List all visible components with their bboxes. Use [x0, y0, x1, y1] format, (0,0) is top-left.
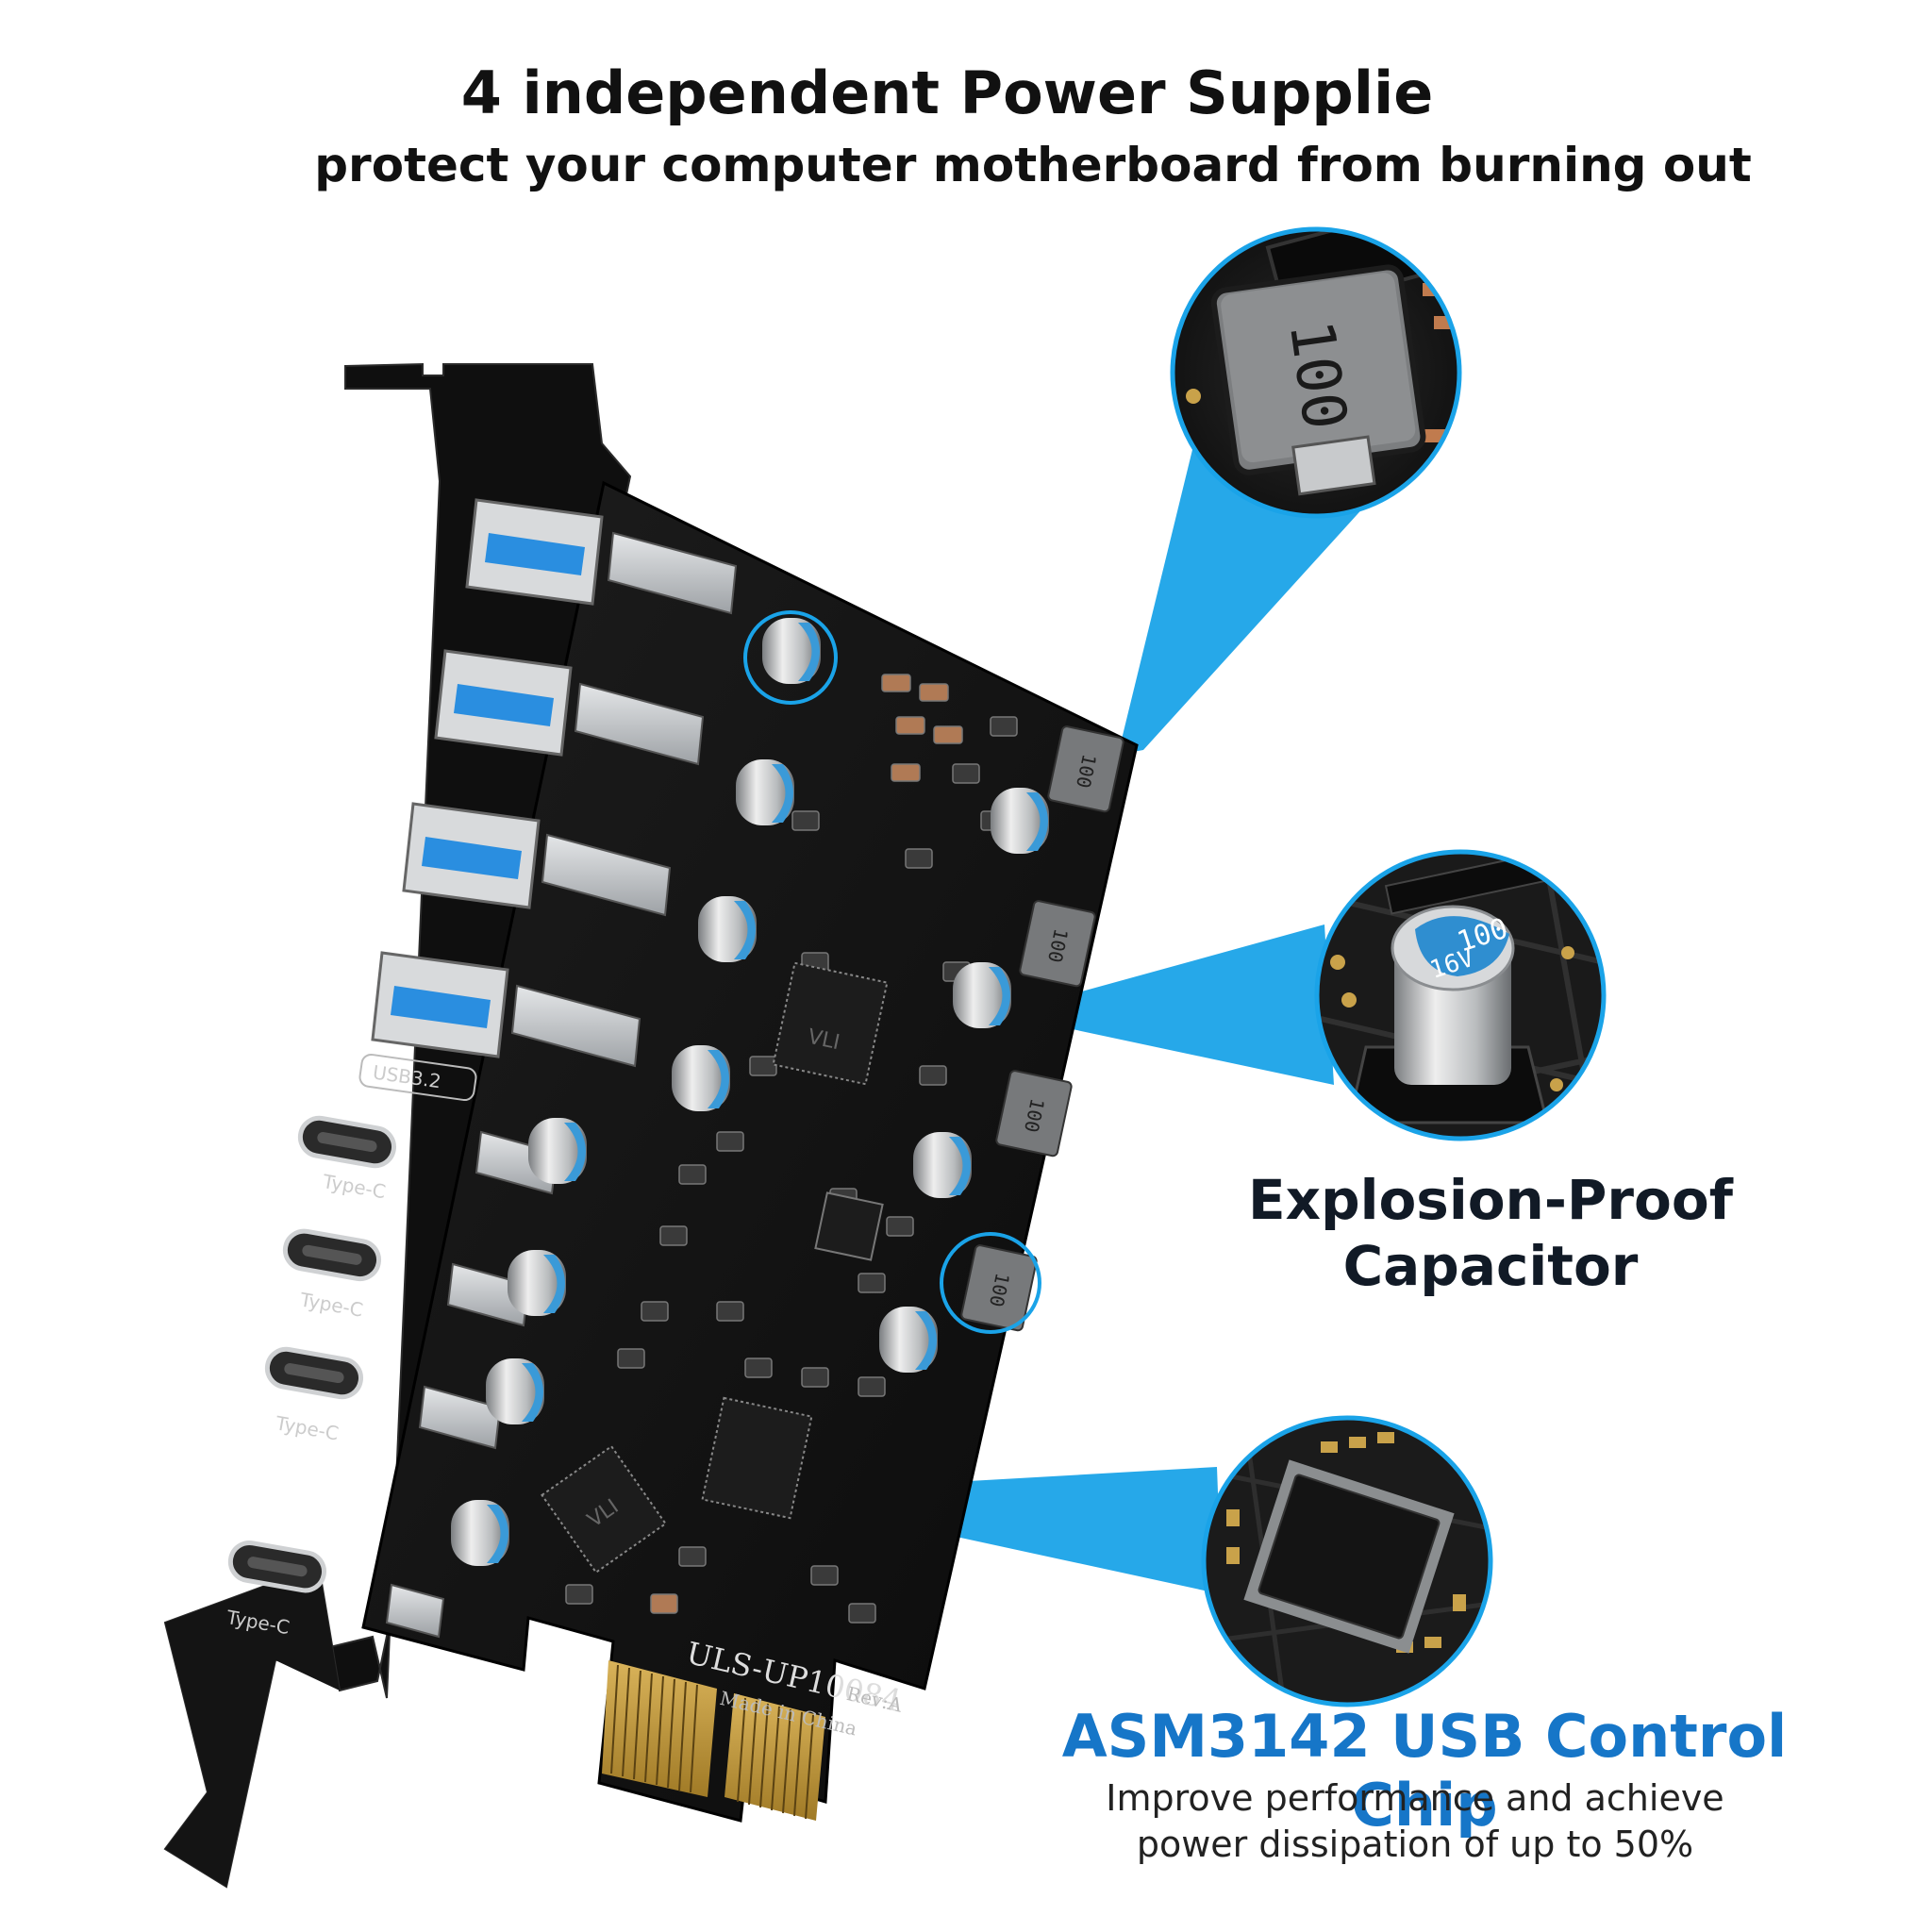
- type-c-label-2: Type-C: [297, 1288, 364, 1321]
- zoom-chip: [1201, 1415, 1493, 1707]
- type-c-port-2: [282, 1228, 382, 1282]
- highlight-ring-capacitor: [743, 610, 838, 705]
- callout-beam-capacitor: [1024, 924, 1334, 1085]
- usb-a-port-2: [434, 649, 573, 757]
- capacitors: [451, 610, 1049, 1566]
- capacitor-feature-line2: Capacitor: [1342, 1233, 1639, 1298]
- ic-chips: VLI VLI: [541, 961, 889, 1574]
- headline-title: 4 independent Power Supplie: [460, 58, 1434, 127]
- usb-a-port-3: [402, 802, 541, 909]
- type-c-port-4: [227, 1540, 326, 1593]
- type-c-port-3: [264, 1346, 363, 1400]
- zoom-inductor-marking: 100: [1275, 316, 1359, 434]
- chip-feature-desc-line2: power dissipation of up to 50%: [1136, 1824, 1694, 1866]
- type-c-label-3: Type-C: [274, 1411, 341, 1444]
- zoom-inductor: 100: [1170, 226, 1462, 519]
- type-c-ports: Type-C Type-C Type-C Type-C: [225, 1115, 396, 1639]
- pcie-gold-fingers: [602, 1660, 825, 1821]
- usb-a-ports: [371, 498, 604, 1058]
- capacitor-feature-line1: Explosion-Proof: [1248, 1168, 1733, 1232]
- headline-subtitle: protect your computer motherboard from b…: [314, 138, 1752, 192]
- type-c-label-1: Type-C: [320, 1170, 387, 1203]
- zoom-capacitor: 100 16V: [1314, 849, 1607, 1141]
- usb-a-port-1: [465, 498, 604, 606]
- asm3142-chip: [701, 1396, 813, 1520]
- chip-feature-title: ASM3142 USB Control Chip: [1061, 1702, 1788, 1840]
- inductors: 100 100 100 100: [940, 725, 1124, 1334]
- highlight-ring-inductor: [940, 1232, 1041, 1334]
- chip-feature-description: Improve performance and achieve power di…: [1019, 1775, 1811, 1869]
- chip-feature-desc-line1: Improve performance and achieve: [1106, 1777, 1724, 1819]
- usb-a-port-4: [371, 951, 509, 1058]
- capacitor-feature-label: Explosion-Proof Capacitor: [1189, 1168, 1792, 1299]
- type-c-port-1: [297, 1115, 396, 1169]
